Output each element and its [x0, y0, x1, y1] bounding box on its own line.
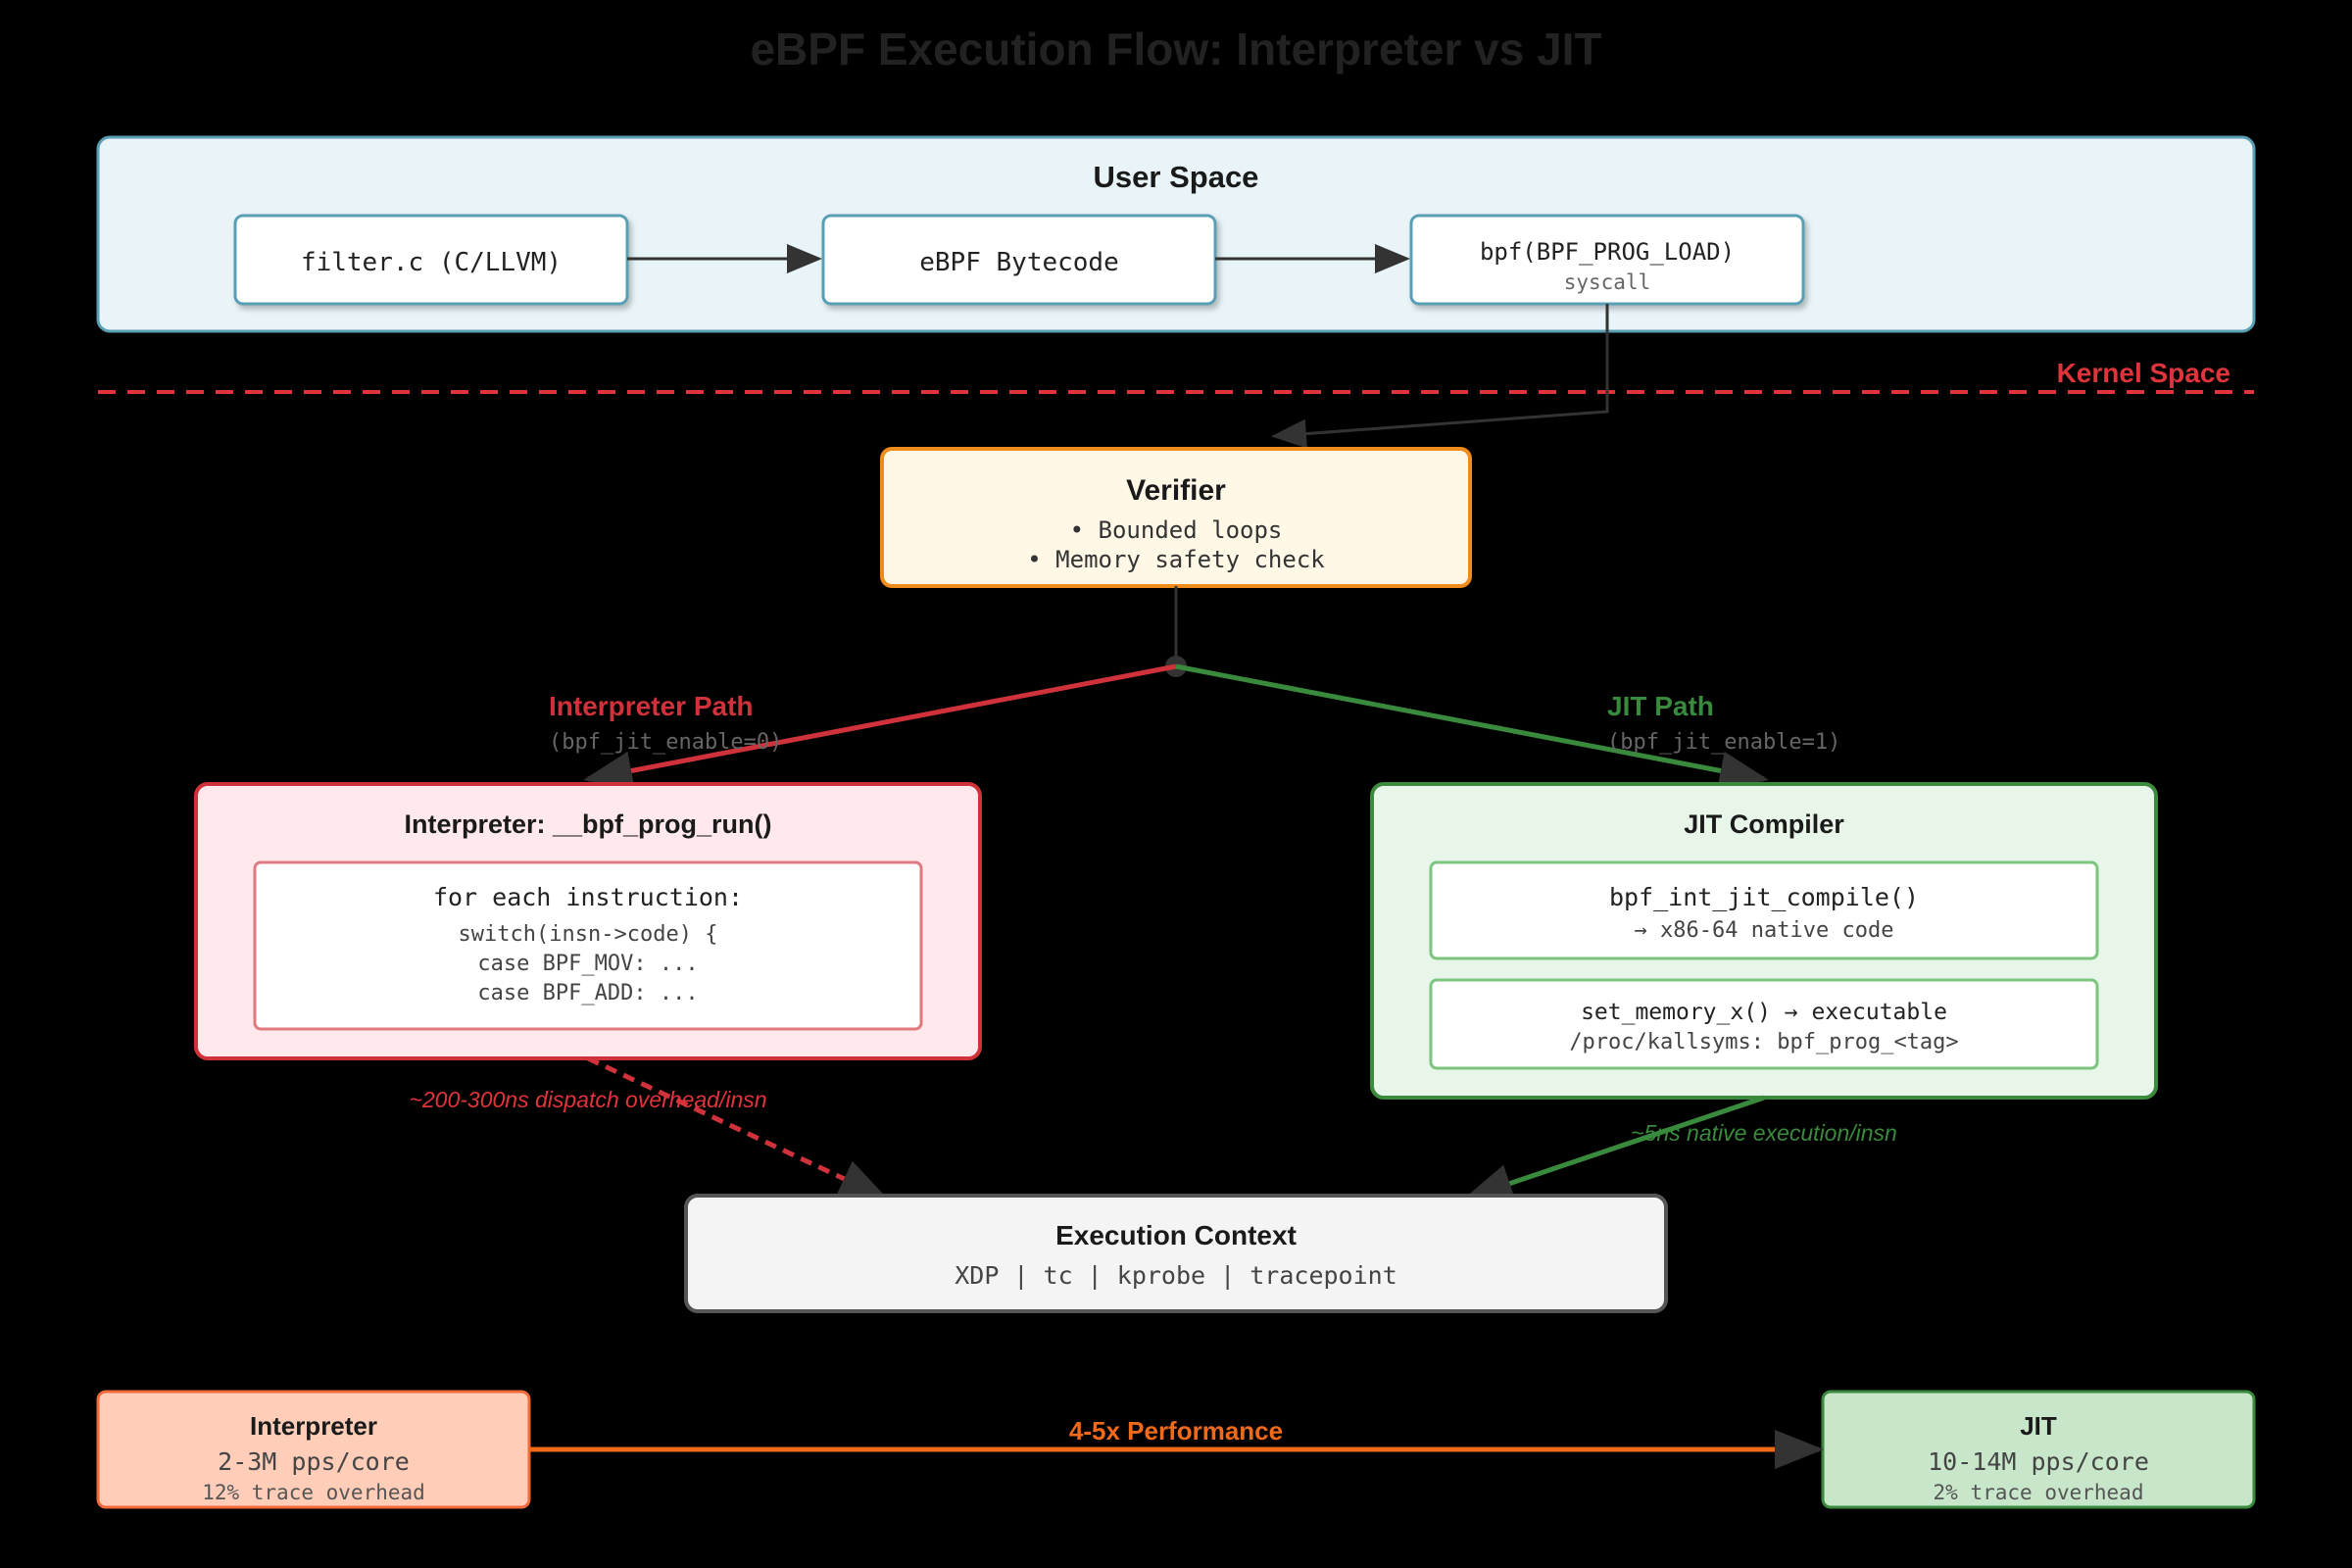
source-file-label: filter.c (C/LLVM) — [301, 248, 562, 277]
arrow-jit-path — [1175, 663, 1769, 791]
execution-context-hooks: XDP | tc | kprobe | tracepoint — [955, 1261, 1397, 1290]
interpreter-code-line-2: switch(insn->code) { — [459, 922, 718, 947]
jit-memory-line-1: set_memory_x() → executable — [1581, 1000, 1947, 1025]
syscall-sublabel: syscall — [1564, 270, 1651, 294]
jit-path-label: JIT Path — [1607, 691, 1714, 721]
execution-context-title: Execution Context — [1055, 1220, 1297, 1250]
interpreter-code-line-1: for each instruction: — [433, 883, 743, 911]
jit-memory-box — [1429, 978, 2099, 1070]
jit-compile-line-1: bpf_int_jit_compile() — [1609, 883, 1919, 911]
jit-compile-line-2: → x86-64 native code — [1635, 918, 1894, 943]
verifier-title: Verifier — [1126, 474, 1226, 507]
jit-stats-title: JIT — [2020, 1411, 2057, 1441]
verifier-item-loops: • Bounded loops — [1070, 516, 1283, 544]
performance-label: 4-5x Performance — [1069, 1416, 1283, 1446]
arrow-jit-to-context — [1463, 1095, 1765, 1202]
jit-stats-rate: 10-14M pps/core — [1928, 1447, 2149, 1476]
syscall-label: bpf(BPF_PROG_LOAD) — [1480, 238, 1735, 266]
interpreter-code-line-3: case BPF_MOV: ... — [477, 952, 698, 976]
jit-exec-note: ~5ns native execution/insn — [1631, 1120, 1897, 1146]
interpreter-path-sublabel: (bpf_jit_enable=0) — [549, 730, 782, 755]
interpreter-overhead-note: ~200-300ns dispatch overhead/insn — [409, 1087, 766, 1112]
kernel-space-label: Kernel Space — [2057, 358, 2230, 388]
interpreter-path-label: Interpreter Path — [549, 691, 754, 721]
interpreter-code-box — [253, 860, 923, 1031]
user-space-label: User Space — [1094, 160, 1259, 194]
arrow-interpreter-path — [583, 663, 1177, 791]
execution-context-box — [684, 1194, 1668, 1313]
verifier-item-memory: • Memory safety check — [1027, 546, 1325, 573]
interpreter-title: Interpreter: __bpf_prog_run() — [404, 809, 771, 839]
bytecode-label: eBPF Bytecode — [919, 248, 1119, 277]
arrow-interpreter-to-context — [586, 1055, 889, 1200]
page-title: eBPF Execution Flow: Interpreter vs JIT — [750, 24, 1601, 74]
interpreter-stats-overhead: 12% trace overhead — [202, 1481, 425, 1504]
interpreter-code-line-4: case BPF_ADD: ... — [477, 981, 698, 1005]
jit-memory-line-2: /proc/kallsyms: bpf_prog_<tag> — [1569, 1030, 1958, 1054]
jit-stats-overhead: 2% trace overhead — [1934, 1481, 2144, 1504]
interpreter-stats-rate: 2-3M pps/core — [218, 1447, 410, 1476]
jit-path-sublabel: (bpf_jit_enable=1) — [1607, 730, 1840, 755]
arrow-syscall-to-verifier — [1271, 304, 1609, 449]
jit-title: JIT Compiler — [1684, 809, 1844, 839]
interpreter-stats-title: Interpreter — [250, 1411, 377, 1441]
jit-compile-box — [1429, 860, 2099, 960]
